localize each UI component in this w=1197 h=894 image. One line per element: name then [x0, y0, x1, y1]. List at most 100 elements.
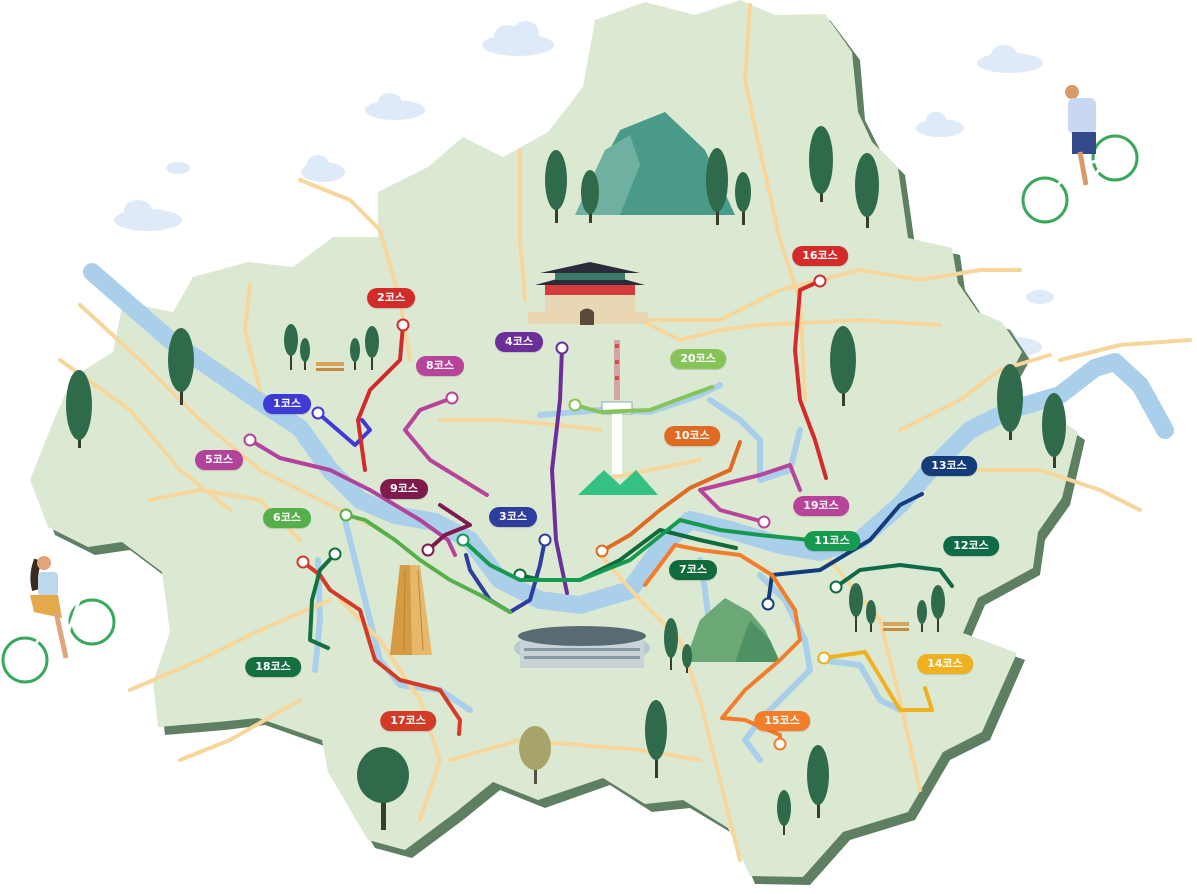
tree-icon — [855, 153, 879, 228]
course-route-12[interactable] — [834, 563, 954, 589]
course-label-11[interactable]: 11코스 — [804, 531, 860, 551]
bench-icon — [883, 622, 909, 631]
course-label-8[interactable]: 8코스 — [416, 356, 464, 376]
tree-icon — [997, 364, 1023, 440]
course-start-marker-4[interactable] — [555, 341, 569, 355]
course-start-marker-11[interactable] — [456, 533, 470, 547]
cloud-icon — [365, 93, 425, 120]
course-start-marker-5[interactable] — [243, 433, 257, 447]
course-route-4[interactable] — [550, 346, 569, 595]
course-label-17[interactable]: 17코스 — [380, 711, 436, 731]
course-start-marker-20[interactable] — [568, 398, 582, 412]
mountain-icon — [735, 620, 780, 662]
tree-icon — [581, 170, 599, 223]
course-label-5[interactable]: 5코스 — [195, 450, 243, 470]
roads — [58, 3, 1192, 862]
course-route-2[interactable] — [356, 323, 405, 472]
course-start-marker-8[interactable] — [445, 391, 459, 405]
course-start-marker-2[interactable] — [396, 318, 410, 332]
course-label-14[interactable]: 14코스 — [917, 654, 973, 674]
course-label-13[interactable]: 13코스 — [921, 456, 977, 476]
course-route-13[interactable] — [766, 492, 924, 606]
course-label-10[interactable]: 10코스 — [664, 426, 720, 446]
cloud-icon — [977, 45, 1043, 73]
course-route-19[interactable] — [698, 463, 802, 524]
cloud-icon — [301, 155, 345, 182]
course-label-15[interactable]: 15코스 — [754, 711, 810, 731]
course-label-9[interactable]: 9코스 — [380, 479, 428, 499]
skyscraper-icon — [390, 565, 432, 655]
cloud-icon — [1026, 290, 1054, 304]
course-label-16[interactable]: 16코스 — [792, 246, 848, 266]
tree-icon — [917, 600, 927, 632]
course-start-marker-13[interactable] — [761, 597, 775, 611]
course-route-11[interactable] — [461, 518, 812, 582]
course-label-2[interactable]: 2코스 — [367, 288, 415, 308]
tree-icon — [519, 726, 551, 784]
course-start-marker-1[interactable] — [311, 406, 325, 420]
stadium-icon — [514, 626, 650, 668]
course-start-marker-10[interactable] — [595, 544, 609, 558]
tree-icon — [645, 700, 667, 778]
tree-icon — [350, 338, 360, 370]
course-start-marker-3[interactable] — [538, 533, 552, 547]
course-label-6[interactable]: 6코스 — [263, 508, 311, 528]
course-route-10[interactable] — [600, 440, 742, 553]
course-route-8[interactable] — [403, 396, 489, 497]
tree-icon — [807, 745, 829, 818]
course-label-7[interactable]: 7코스 — [669, 560, 717, 580]
tree-icon — [706, 148, 728, 225]
course-label-4[interactable]: 4코스 — [495, 332, 543, 352]
course-route-9[interactable] — [426, 503, 472, 552]
tree-icon — [735, 172, 751, 225]
tree-icon — [830, 326, 856, 406]
tree-icon — [66, 370, 92, 448]
cyclist-icon — [1021, 85, 1139, 224]
cyclist-icon — [1, 556, 116, 684]
tree-icon — [664, 618, 678, 670]
tree-icon — [545, 150, 567, 223]
course-route-6[interactable] — [344, 513, 512, 614]
course-label-12[interactable]: 12코스 — [943, 536, 999, 556]
course-start-marker-12[interactable] — [829, 580, 843, 594]
course-start-marker-18[interactable] — [328, 547, 342, 561]
tree-icon — [777, 790, 791, 835]
course-route-16[interactable] — [793, 279, 828, 480]
course-label-3[interactable]: 3코스 — [489, 507, 537, 527]
course-route-1[interactable] — [316, 411, 372, 447]
course-route-18[interactable] — [308, 552, 337, 650]
tree-icons — [66, 126, 1066, 835]
tree-icon — [1042, 393, 1066, 468]
course-start-marker-6[interactable] — [339, 508, 353, 522]
tree-icon — [866, 600, 876, 632]
cloud-icon — [114, 200, 182, 231]
course-label-20[interactable]: 20코스 — [670, 349, 726, 369]
tree-icon — [809, 126, 833, 202]
course-start-marker-16[interactable] — [813, 274, 827, 288]
bike-routes — [243, 274, 954, 751]
course-route-17[interactable] — [301, 560, 462, 736]
cloud-icon — [482, 21, 554, 56]
course-start-marker-15[interactable] — [773, 737, 787, 751]
tree-icon — [357, 747, 409, 830]
mountain-icons — [575, 112, 780, 662]
course-start-marker-9[interactable] — [421, 543, 435, 557]
course-route-14[interactable] — [822, 650, 934, 712]
course-route-20[interactable] — [573, 385, 714, 414]
course-start-marker-14[interactable] — [817, 651, 831, 665]
course-start-marker-17[interactable] — [296, 555, 310, 569]
tree-icon — [849, 583, 863, 632]
cloud-icon — [166, 162, 190, 174]
course-route-5[interactable] — [248, 438, 457, 557]
cloud-icon — [916, 112, 964, 137]
course-label-1[interactable]: 1코스 — [263, 394, 311, 414]
tree-icon — [365, 326, 379, 370]
course-route-15[interactable] — [643, 543, 802, 746]
course-start-marker-19[interactable] — [757, 515, 771, 529]
bench-icon — [316, 362, 344, 371]
course-label-18[interactable]: 18코스 — [245, 657, 301, 677]
tree-icon — [168, 328, 194, 405]
tree-icon — [682, 644, 692, 673]
tree-icon — [931, 585, 945, 632]
course-label-19[interactable]: 19코스 — [793, 496, 849, 516]
